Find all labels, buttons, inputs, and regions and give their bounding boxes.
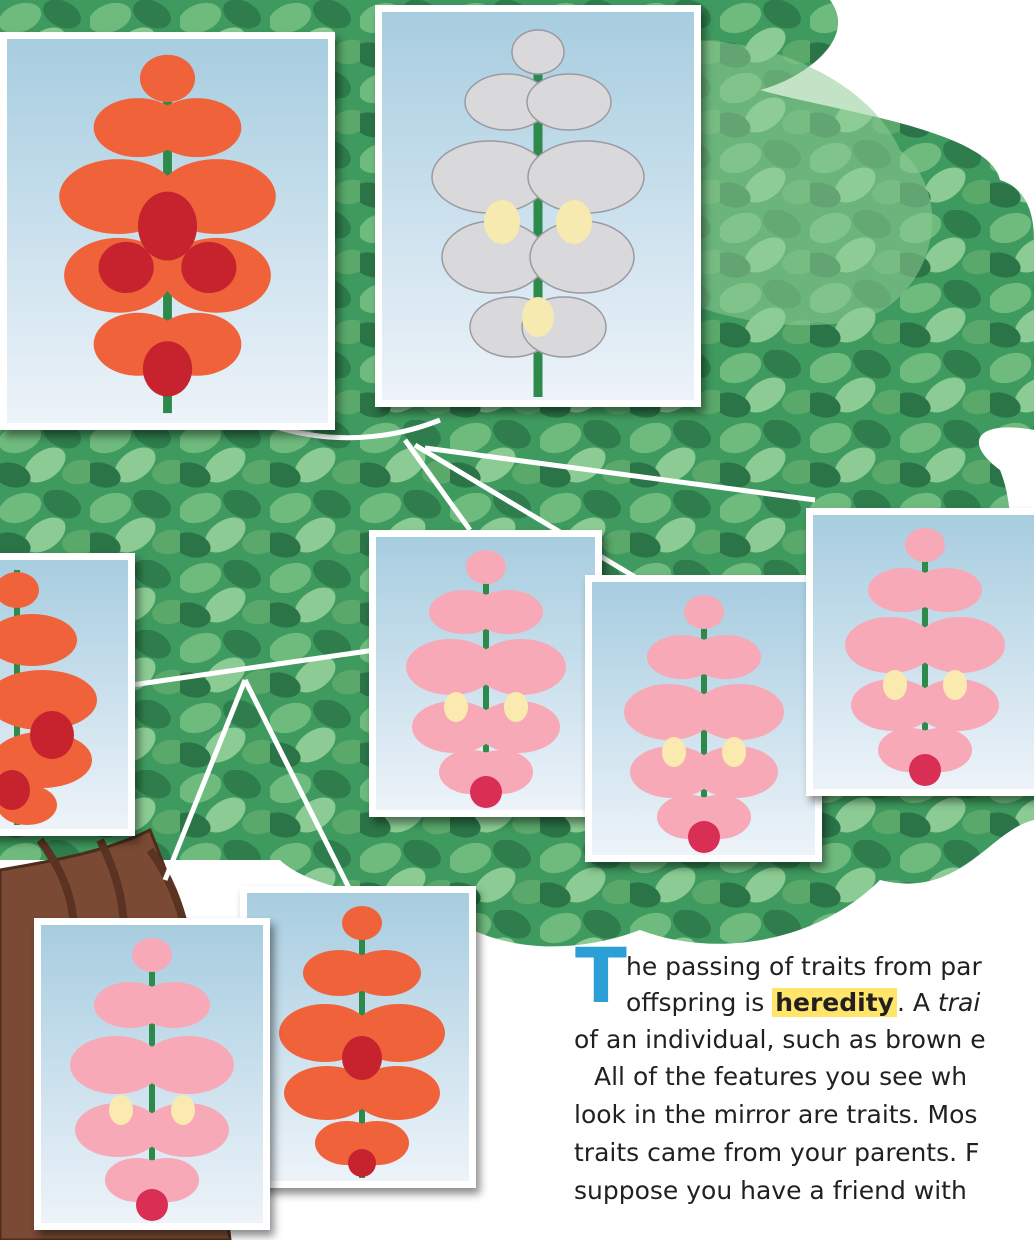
text-line-3: of an individual, such as brown e <box>574 1025 986 1054</box>
red-snapdragon-image <box>0 560 128 829</box>
pink-snapdragon-image <box>41 925 263 1223</box>
pink-snapdragon-image <box>592 582 815 855</box>
offspring-pink-1-card <box>369 530 602 817</box>
red-snapdragon-image <box>7 39 328 423</box>
text-line-2-mid: . A <box>897 988 938 1017</box>
pink-snapdragon-image <box>376 537 595 810</box>
white-snapdragon-image <box>382 12 694 400</box>
text-line-1: he passing of traits from par <box>626 952 982 981</box>
red-snapdragon-image <box>247 893 469 1181</box>
keyword-heredity: heredity <box>772 988 897 1017</box>
grandchild-red-card <box>240 886 476 1188</box>
offspring-pink-2-card <box>585 575 822 862</box>
drop-cap: T <box>575 938 627 1014</box>
text-line-2: offspring is heredity. A trai <box>626 988 980 1017</box>
text-line-4: All of the features you see wh <box>594 1062 967 1091</box>
offspring-red-left-card <box>0 553 135 836</box>
text-line-6: traits came from your parents. F <box>574 1138 979 1167</box>
grandchild-pink-card <box>34 918 270 1230</box>
parent-red-card <box>0 32 335 430</box>
text-line-5: look in the mirror are traits. Mos <box>574 1100 977 1129</box>
parent-white-card <box>375 5 701 407</box>
term-trait: trai <box>938 988 980 1017</box>
pink-snapdragon-image <box>813 515 1034 789</box>
text-line-2-start: offspring is <box>626 988 772 1017</box>
text-line-7: suppose you have a friend with <box>574 1176 967 1205</box>
offspring-pink-3-card <box>806 508 1034 796</box>
